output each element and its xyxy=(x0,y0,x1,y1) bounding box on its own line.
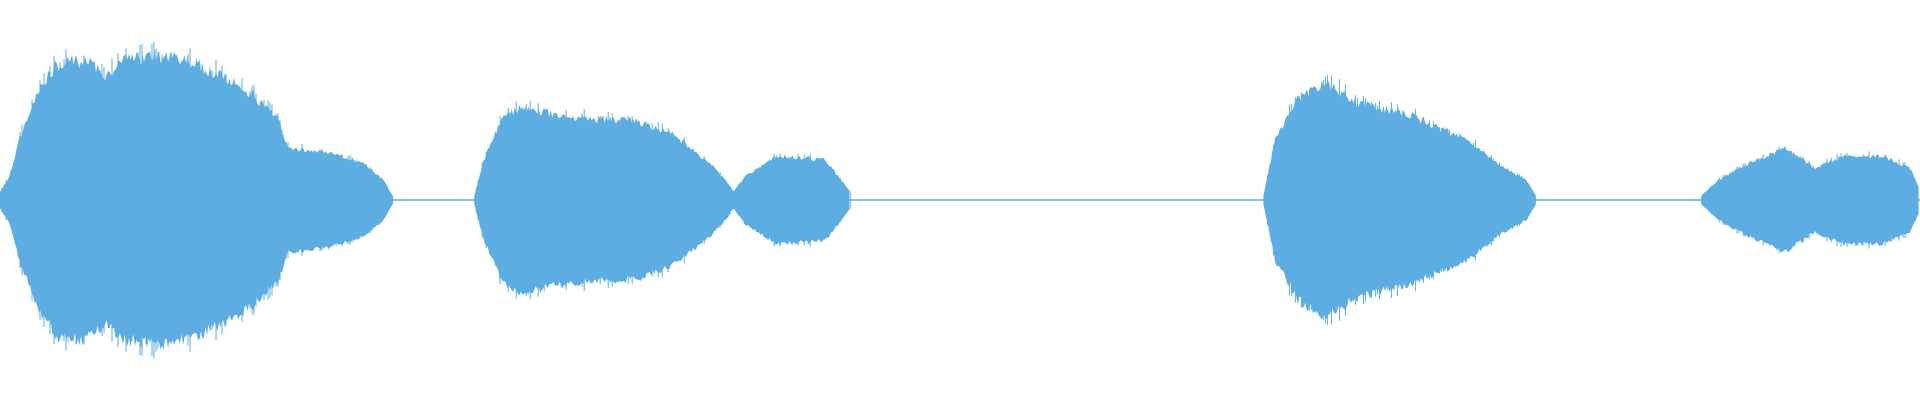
waveform-segment-sound-3 xyxy=(1263,80,1535,320)
waveform-segment-sound-4 xyxy=(1701,146,1919,253)
waveform-segment-sound-1 xyxy=(0,49,393,350)
